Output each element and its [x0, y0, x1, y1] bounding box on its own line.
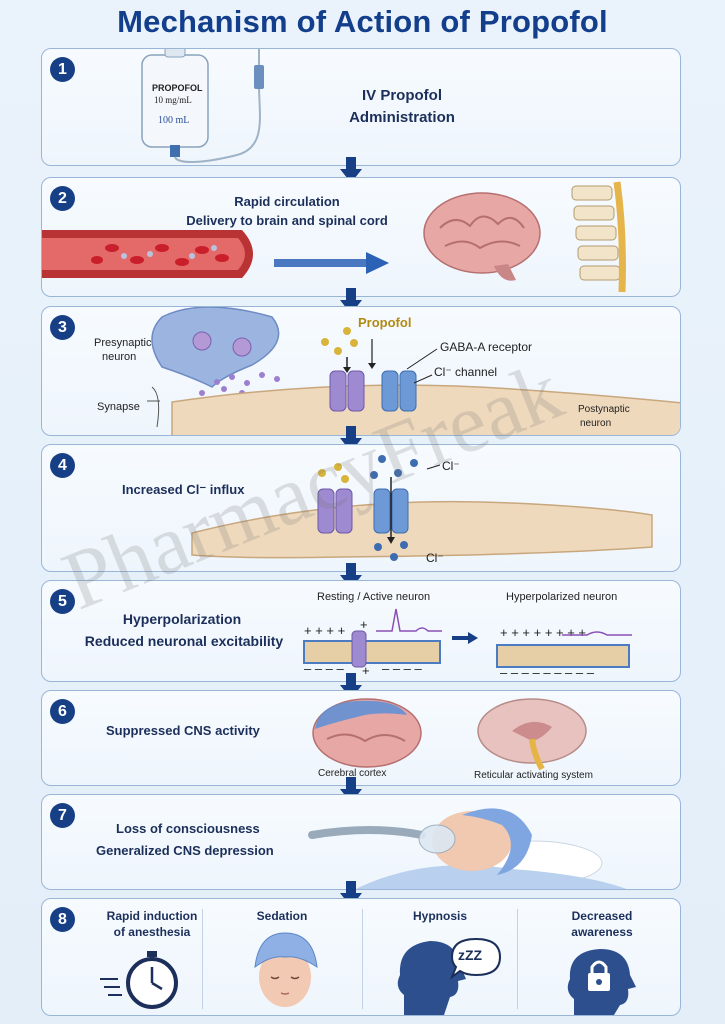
- blue-right-arrow-icon: [274, 252, 389, 274]
- down-arrow-icon: [340, 563, 362, 589]
- blood-vessel-illustration: [42, 230, 253, 278]
- step-badge: 5: [50, 589, 75, 614]
- step-2-panel: 2 Rapid circulation Delivery to brain an…: [41, 177, 681, 297]
- cortex-label: Cerebral cortex: [318, 768, 387, 779]
- sedated-face-icon: [254, 932, 318, 1007]
- svg-text:– – – –: – – – –: [382, 661, 423, 676]
- svg-text:+ + + + + + + +: + + + + + + + +: [500, 625, 586, 640]
- step-1-text-line2: Administration: [349, 109, 455, 126]
- postsynaptic-label-line2: neuron: [580, 418, 612, 429]
- step-badge: 1: [50, 57, 75, 82]
- effect-awareness-line2: awareness: [571, 925, 633, 939]
- bag-label-concentration: 10 mg/mL: [154, 95, 192, 105]
- down-arrow-icon: [340, 426, 362, 452]
- step-6-panel: 6 Suppressed CNS activity Cerebral corte…: [41, 690, 681, 786]
- spinal-cord-icon: [571, 181, 626, 293]
- step-5-text-line1: Hyperpolarization: [122, 611, 242, 627]
- step-badge: 3: [50, 315, 75, 340]
- down-arrow-icon: [340, 288, 362, 314]
- down-arrow-icon: [340, 777, 362, 803]
- step-6-text-line1: Suppressed CNS activity: [106, 723, 260, 738]
- step-2-text-line1: Rapid circulation: [234, 194, 340, 209]
- step-5-text-line2: Reduced neuronal excitability: [84, 633, 284, 649]
- effect-awareness-line1: Decreased: [571, 909, 633, 923]
- resting-neuron-label: Resting / Active neuron: [317, 591, 431, 603]
- step-1-text-line1: IV Propofol: [362, 87, 442, 104]
- step-4-panel: 4 Increased Cl⁻ influx Cl⁻ Cl⁻: [41, 444, 681, 572]
- cl-influx-illustration: [191, 455, 653, 561]
- cl-ion-label-top: Cl⁻: [442, 459, 460, 473]
- bag-label-volume: 100 mL: [158, 115, 190, 126]
- effect-induction-line1: Rapid induction: [106, 909, 198, 923]
- step-3-panel: 3 Presynaptic neuron Synapse Propofol GA…: [41, 306, 681, 436]
- step-badge: 8: [50, 907, 75, 932]
- svg-text:– – – –: – – – –: [304, 661, 345, 676]
- sleeping-head-icon: [397, 937, 502, 1015]
- effect-sedation-label: Sedation: [256, 909, 308, 923]
- down-arrow-icon: [340, 673, 362, 699]
- step-7-panel: 7 Loss of consciousness Generalized CNS …: [41, 794, 681, 890]
- svg-text:+: +: [362, 663, 370, 678]
- brain-icon: [423, 192, 541, 281]
- stopwatch-icon: [100, 951, 178, 1009]
- cortex-brain-icon: [312, 698, 422, 768]
- effect-induction-line2: of anesthesia: [113, 925, 191, 939]
- ras-brain-icon: [477, 698, 587, 771]
- step-4-text-line1: Increased Cl⁻ influx: [122, 482, 245, 497]
- membrane-potential-illustration: + + + + + – – – – + – – – – + + + + + + + +…: [303, 608, 632, 680]
- zzz-text: zZZ: [458, 947, 483, 963]
- svg-text:+ + + +: + + + +: [304, 623, 345, 638]
- step-2-text-line2: Delivery to brain and spinal cord: [186, 213, 388, 228]
- hyperpolarized-neuron-label: Hyperpolarized neuron: [506, 591, 618, 603]
- bag-label-name: PROPOFOL: [152, 83, 203, 93]
- presynaptic-label-line2: neuron: [102, 351, 137, 363]
- synapse-label: Synapse: [97, 401, 140, 413]
- step-7-text-line2: Generalized CNS depression: [96, 843, 274, 858]
- presynaptic-label-line1: Presynaptic: [94, 337, 152, 349]
- down-arrow-icon: [340, 157, 362, 183]
- synapse-illustration: [147, 307, 680, 435]
- step-7-text-line1: Loss of consciousness: [116, 821, 260, 836]
- gaba-receptor-label: GABA-A receptor: [440, 340, 533, 354]
- step-1-panel: 1 PROPOFOL 10 mg/mL 100 mL IV Propofol A…: [41, 48, 681, 166]
- cl-ion-label-bottom: Cl⁻: [426, 551, 444, 565]
- step-8-panel: 8 Rapid induction of anesthesia Sedation…: [41, 898, 681, 1016]
- propofol-label: Propofol: [358, 315, 412, 330]
- effect-hypnosis-label: Hypnosis: [412, 909, 467, 923]
- ras-label: Reticular activating system: [474, 770, 593, 781]
- cl-channel-label: Cl⁻ channel: [434, 365, 498, 379]
- svg-text:+: +: [360, 617, 368, 632]
- step-badge: 6: [50, 699, 75, 724]
- step-badge: 4: [50, 453, 75, 478]
- locked-head-icon: [567, 949, 636, 1015]
- patient-illustration: [308, 808, 627, 889]
- step-badge: 7: [50, 803, 75, 828]
- step-5-panel: 5 Hyperpolarization Reduced neuronal exc…: [41, 580, 681, 682]
- svg-text:– – – – – – – – –: – – – – – – – – –: [500, 665, 595, 680]
- step-badge: 2: [50, 186, 75, 211]
- postsynaptic-label-line1: Postynaptic: [578, 404, 630, 415]
- down-arrow-icon: [340, 881, 362, 907]
- page-title: Mechanism of Action of Propofol: [117, 4, 608, 39]
- iv-bag-illustration: [141, 49, 264, 163]
